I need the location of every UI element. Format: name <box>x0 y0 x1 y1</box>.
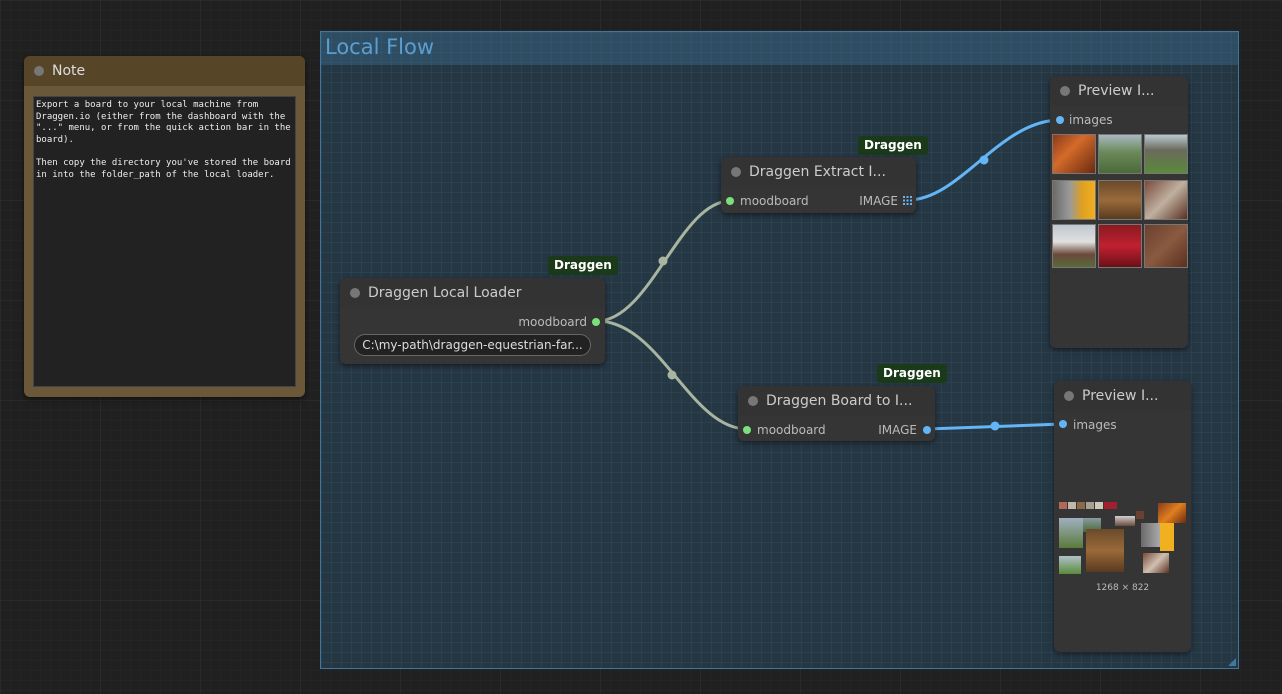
collapse-dot-icon[interactable] <box>350 288 360 298</box>
input-label: images <box>1073 418 1117 432</box>
node-title: Draggen Extract I... <box>749 164 886 180</box>
board-to-image-node[interactable]: Draggen Board to I... moodboard IMAGE <box>738 386 935 441</box>
preview-thumbnail[interactable] <box>1052 134 1096 174</box>
node-title: Draggen Board to I... <box>766 393 913 409</box>
node-header[interactable]: Note <box>24 56 305 86</box>
preview-image-node[interactable]: Preview I... images 1268 × 822 <box>1054 381 1191 652</box>
preview-image-node[interactable]: Preview I... images <box>1050 76 1188 348</box>
output-port-moodboard[interactable] <box>592 318 600 326</box>
group-title[interactable]: Local Flow <box>321 32 1238 65</box>
input-port-moodboard[interactable] <box>743 426 751 434</box>
collapse-dot-icon[interactable] <box>1064 391 1074 401</box>
preview-thumbnail[interactable] <box>1144 180 1188 220</box>
input-label: moodboard <box>740 194 809 208</box>
input-port-moodboard[interactable] <box>726 197 734 205</box>
preview-thumbnail[interactable] <box>1098 134 1142 174</box>
image-size-label: 1268 × 822 <box>1095 583 1150 593</box>
output-port-image[interactable] <box>923 426 931 434</box>
node-title: Note <box>52 63 86 79</box>
output-label: IMAGE <box>859 194 898 208</box>
preview-thumbnail[interactable] <box>1098 180 1142 220</box>
note-text[interactable]: Export a board to your local machine fro… <box>33 96 296 387</box>
collapse-dot-icon[interactable] <box>1060 86 1070 96</box>
node-header[interactable]: Preview I... <box>1050 76 1188 106</box>
preview-thumbnail[interactable] <box>1052 180 1096 220</box>
preview-thumbnail[interactable] <box>1144 134 1188 174</box>
node-title: Preview I... <box>1082 388 1159 404</box>
grid-port-icon[interactable] <box>903 196 912 205</box>
collapse-dot-icon[interactable] <box>731 167 741 177</box>
group-resize-handle[interactable] <box>1228 658 1236 666</box>
board-preview-image[interactable] <box>1059 501 1187 577</box>
collapse-dot-icon[interactable] <box>34 66 44 76</box>
node-title: Preview I... <box>1078 83 1155 99</box>
draggen-badge: Draggen <box>548 256 618 275</box>
node-title: Draggen Local Loader <box>368 285 522 301</box>
node-header[interactable]: Draggen Extract I... <box>721 157 916 187</box>
node-header[interactable]: Draggen Board to I... <box>738 386 935 416</box>
draggen-badge: Draggen <box>877 364 947 383</box>
input-label: moodboard <box>757 423 826 437</box>
preview-thumbnail[interactable] <box>1144 224 1188 268</box>
folder-path-input[interactable]: C:\my-path\draggen-equestrian-far... <box>354 334 591 356</box>
output-label: moodboard <box>518 315 587 329</box>
input-port-images[interactable] <box>1056 116 1064 124</box>
input-port-images[interactable] <box>1059 420 1067 428</box>
preview-thumbnail[interactable] <box>1098 224 1142 268</box>
input-label: images <box>1069 113 1113 127</box>
note-node[interactable]: Note Export a board to your local machin… <box>24 56 305 397</box>
node-header[interactable]: Draggen Local Loader <box>340 278 605 308</box>
draggen-badge: Draggen <box>858 136 928 155</box>
collapse-dot-icon[interactable] <box>748 396 758 406</box>
extract-images-node[interactable]: Draggen Extract I... moodboard IMAGE <box>721 157 916 213</box>
node-header[interactable]: Preview I... <box>1054 381 1191 411</box>
preview-thumbnail[interactable] <box>1052 224 1096 268</box>
output-label: IMAGE <box>878 423 917 437</box>
local-loader-node[interactable]: Draggen Local Loader moodboard C:\my-pat… <box>340 278 605 364</box>
